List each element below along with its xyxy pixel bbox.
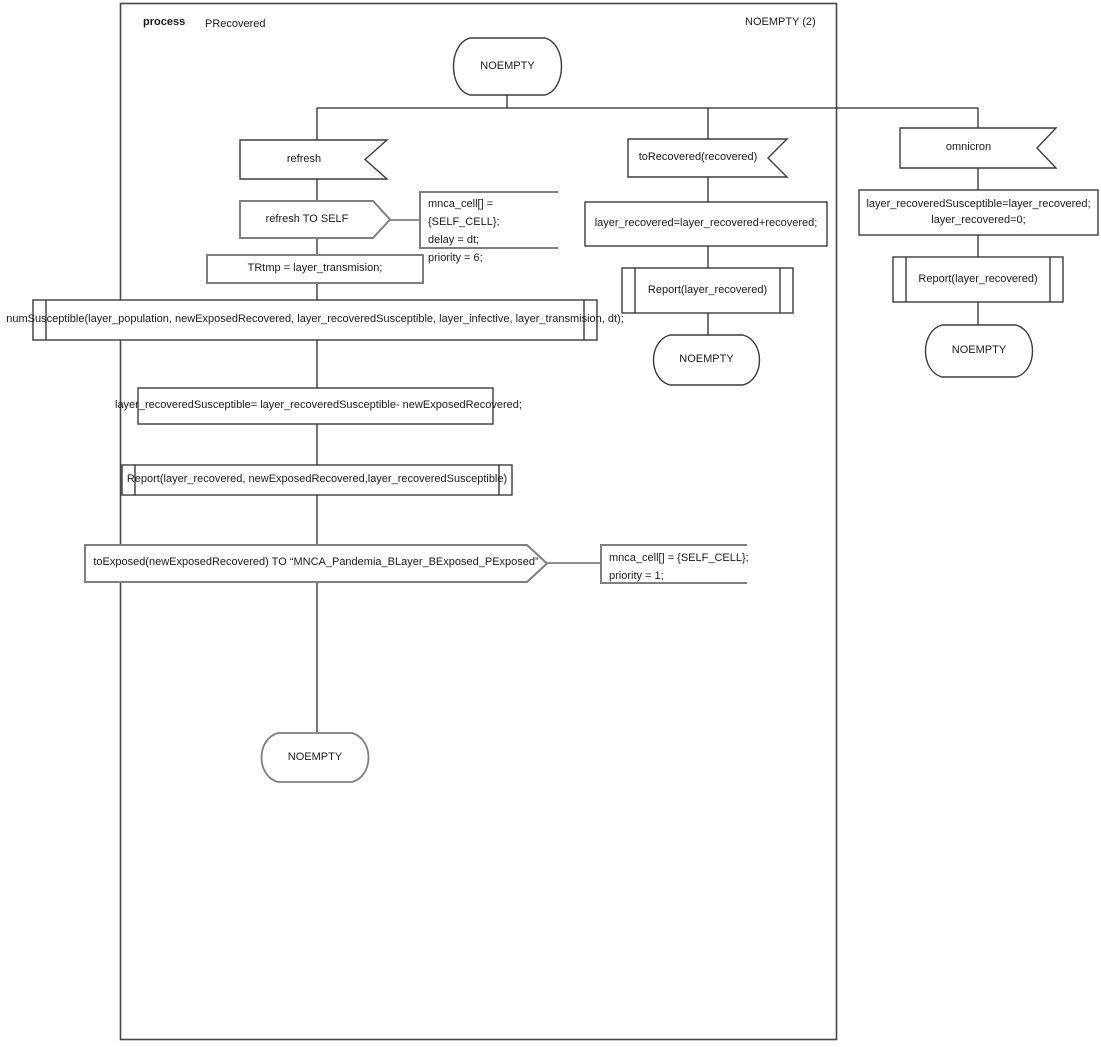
task-omnicron-reset-shape[interactable] — [858, 189, 1099, 236]
task-add-recovered-shape[interactable] — [584, 201, 828, 247]
task-omnicron-reset-label: layer_recoveredSusceptible=layer_recover… — [866, 198, 1091, 226]
input-refresh-label: refresh — [286, 153, 322, 165]
task-trtmp-label: TRtmp = layer_transmision; — [247, 262, 383, 274]
output-refresh-to-self-shape[interactable] — [239, 200, 392, 239]
procedure-report-left-label: Report(layer_recovered, newExposedRecove… — [126, 473, 508, 485]
state-left-end-label: NOEMPTY — [287, 751, 343, 763]
task-trtmp-shape[interactable] — [206, 254, 424, 284]
procedure-numsusceptible-label: numSusceptible(layer_population, newExpo… — [6, 313, 624, 325]
procedure-numsusceptible-shape[interactable] — [32, 299, 598, 341]
state-right-end-label: NOEMPTY — [951, 344, 1007, 356]
procedure-report-right-shape[interactable] — [892, 256, 1064, 303]
procedure-report-left-shape[interactable] — [121, 464, 513, 496]
output-toexposed-shape[interactable] — [84, 544, 549, 583]
process-kind-label: process — [143, 16, 186, 28]
state-middle-end-label: NOEMPTY — [679, 353, 734, 365]
input-torecovered-shape[interactable] — [627, 138, 789, 178]
procedure-report-middle-shape[interactable] — [621, 267, 794, 314]
input-refresh-shape[interactable] — [239, 139, 389, 180]
comment-refresh-self-text: mnca_cell[] = {SELF_CELL}; delay = dt; p… — [428, 198, 500, 264]
state-top-label: NOEMPTY — [480, 60, 535, 72]
state-indicator-label: NOEMPTY (2) — [745, 16, 816, 28]
comment-toexposed-text: mnca_cell[] = {SELF_CELL}; priority = 1; — [609, 552, 749, 582]
output-toexposed-label: toExposed(newExposedRecovered) TO “MNCA_… — [93, 556, 539, 568]
flow-lines — [316, 95, 979, 733]
input-omnicron-shape[interactable] — [899, 127, 1058, 169]
procedure-report-right-label: Report(layer_recovered) — [918, 273, 1038, 285]
state-left-end-shape[interactable] — [260, 732, 370, 783]
state-top-shape[interactable] — [452, 37, 563, 96]
process-frame — [119, 2, 838, 1041]
state-right-end-shape[interactable] — [924, 324, 1034, 378]
task-update-susceptible-shape[interactable] — [137, 387, 494, 425]
output-refresh-to-self-label: refresh TO SELF — [265, 213, 349, 225]
procedure-report-middle-label: Report(layer_recovered) — [647, 284, 768, 296]
input-torecovered-label: toRecovered(recovered) — [638, 151, 758, 163]
process-name-label: PRecovered — [205, 18, 266, 30]
input-omnicron-label: omnicron — [945, 141, 992, 153]
comment-bracket-toexposed[interactable] — [600, 544, 747, 584]
task-update-susceptible-label: layer_recoveredSusceptible= layer_recove… — [115, 399, 522, 411]
state-middle-end-shape[interactable] — [652, 334, 761, 386]
comment-bracket-refresh-self[interactable] — [419, 191, 558, 249]
task-add-recovered-label: layer_recovered=layer_recovered+recovere… — [594, 217, 818, 229]
